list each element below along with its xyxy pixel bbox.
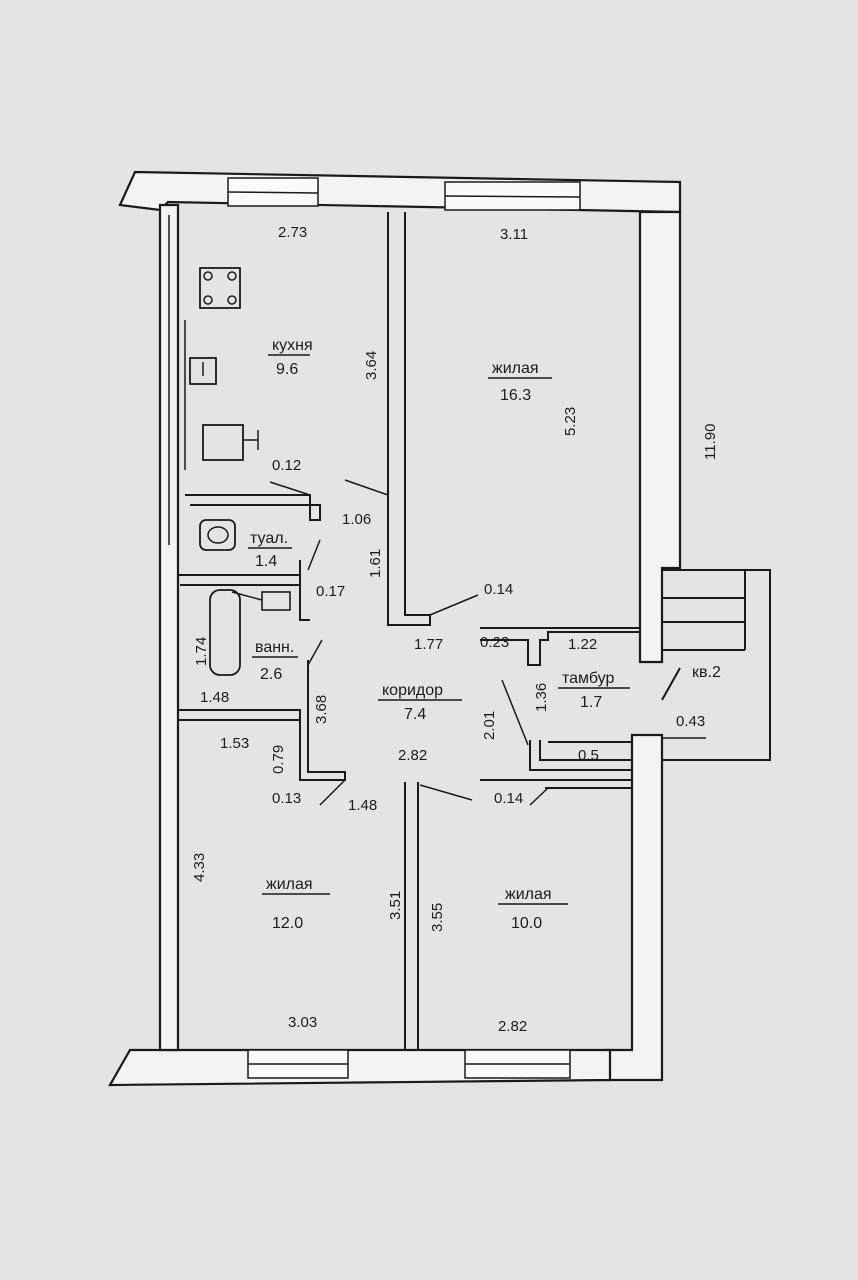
stove-burner-3 — [203, 295, 213, 305]
wall-bath-right — [299, 585, 310, 621]
living-top-name: жилая — [492, 360, 539, 377]
dim-living-top-depth: 5.23 — [562, 407, 579, 436]
dim-wall-0-23: 0.23 — [480, 634, 509, 651]
dim-br-depth: 3.55 — [429, 903, 446, 932]
boiler-icon — [202, 424, 244, 461]
dim-vest-top: 1.22 — [568, 636, 597, 653]
door-vestibule — [501, 679, 529, 746]
door-toilet — [307, 539, 321, 571]
door-bath — [307, 639, 323, 666]
dim-0-13: 0.13 — [272, 790, 301, 807]
kitchen-name: кухня — [272, 337, 313, 354]
dim-corr-width: 2.82 — [398, 747, 427, 764]
stove-burner-2 — [227, 271, 237, 281]
right-wall — [638, 210, 682, 664]
vestibule-name: тамбур — [562, 670, 615, 687]
dim-br-width: 2.82 — [498, 1018, 527, 1035]
door-br — [419, 784, 473, 801]
living-bl-name: жилая — [266, 876, 313, 893]
wall-bath-bottom — [178, 709, 301, 721]
interior-walls — [178, 212, 641, 1051]
dim-0-79: 0.79 — [270, 745, 287, 774]
window-top-2-glass — [444, 195, 581, 198]
door-bl — [319, 779, 346, 806]
wall-living-vestibule — [480, 627, 641, 666]
kitchen-area: 9.6 — [276, 361, 298, 378]
vestibule-area: 1.7 — [580, 694, 602, 711]
dim-bath-depth: 1.74 — [193, 637, 210, 666]
door-kitchen — [344, 479, 389, 496]
dimension-labels: 2.73 3.11 3.64 5.23 11.90 0.12 1.06 1.61… — [191, 224, 719, 1035]
dim-corr-top: 1.77 — [414, 636, 443, 653]
corridor-area: 7.4 — [404, 706, 426, 723]
toilet-name: туал. — [250, 530, 288, 547]
sink-icon — [189, 357, 217, 385]
partition-0-12 — [269, 481, 311, 496]
bath-area: 2.6 — [260, 666, 282, 683]
dim-kitchen-depth: 3.64 — [363, 351, 380, 380]
bath-pipe — [231, 591, 263, 601]
dim-bath-width: 1.48 — [200, 689, 229, 706]
toilet-seat — [207, 526, 229, 544]
wall-kitchen-living — [387, 212, 431, 626]
stove-burner-4 — [227, 295, 237, 305]
dim-toilet-wall: 1.61 — [367, 549, 384, 578]
dim-vest-depth: 1.36 — [533, 683, 550, 712]
exterior-walls — [108, 170, 682, 1087]
dim-overall-depth: 11.90 — [702, 424, 719, 460]
dim-toilet-thick: 0.17 — [316, 583, 345, 600]
dim-left-depth: 4.33 — [191, 853, 208, 882]
living-br-name: жилая — [505, 886, 552, 903]
toilet-area: 1.4 — [255, 553, 277, 570]
dim-partition-top: 0.12 — [272, 457, 301, 474]
dim-1-53: 1.53 — [220, 735, 249, 752]
dim-1-48: 1.48 — [348, 797, 377, 814]
annex-outline — [662, 569, 771, 761]
fixtures — [189, 267, 291, 676]
wall-bath-corridor — [299, 660, 346, 781]
dim-door-2-01: 2.01 — [481, 711, 498, 740]
bathtub-icon — [209, 589, 241, 676]
room-labels: кухня 9.6 жилая 16.3 туал. 1.4 ванн. 2.6… — [248, 337, 721, 932]
dim-vest-0-5: 0.5 — [578, 747, 599, 764]
living-bl-area: 12.0 — [272, 915, 303, 932]
stove-burner-1 — [203, 271, 213, 281]
dim-door-0-14-bottom: 0.14 — [494, 790, 523, 807]
living-top-area: 16.3 — [500, 387, 531, 404]
bath-sink-icon — [261, 591, 291, 611]
bath-name: ванн. — [255, 639, 294, 656]
door-living-top — [429, 594, 479, 616]
entry-annex — [661, 569, 771, 761]
door-br-mark — [529, 787, 549, 806]
top-wall — [118, 170, 682, 214]
stove-icon — [199, 267, 241, 309]
wall-vestibule-bottom — [529, 740, 633, 771]
corridor-name: коридор — [382, 682, 443, 699]
wall-bottom-rooms — [404, 782, 419, 1051]
right-wall-lower — [603, 733, 664, 1082]
wall-kitchen-toilet — [185, 494, 321, 521]
dim-ext-0-43: 0.43 — [676, 713, 705, 730]
neighbor-label: кв.2 — [692, 664, 721, 681]
toilet-bowl-icon — [199, 519, 236, 551]
entry-door — [661, 667, 681, 701]
left-wall — [158, 203, 180, 1052]
dim-door-0-14-top: 0.14 — [484, 581, 513, 598]
dim-bath-corr: 3.68 — [313, 695, 330, 724]
wall-toilet-bath — [178, 574, 301, 586]
dim-door-kitchen: 1.06 — [342, 511, 371, 528]
living-br-area: 10.0 — [511, 915, 542, 932]
dim-kitchen-width: 2.73 — [278, 224, 307, 241]
dim-bl-width: 3.03 — [288, 1014, 317, 1031]
dim-living-top-width: 3.11 — [500, 226, 528, 243]
wall-corridor-bottom-right — [480, 779, 633, 789]
window-top-1-glass — [227, 191, 319, 194]
dim-bl-depth: 3.51 — [387, 891, 404, 920]
